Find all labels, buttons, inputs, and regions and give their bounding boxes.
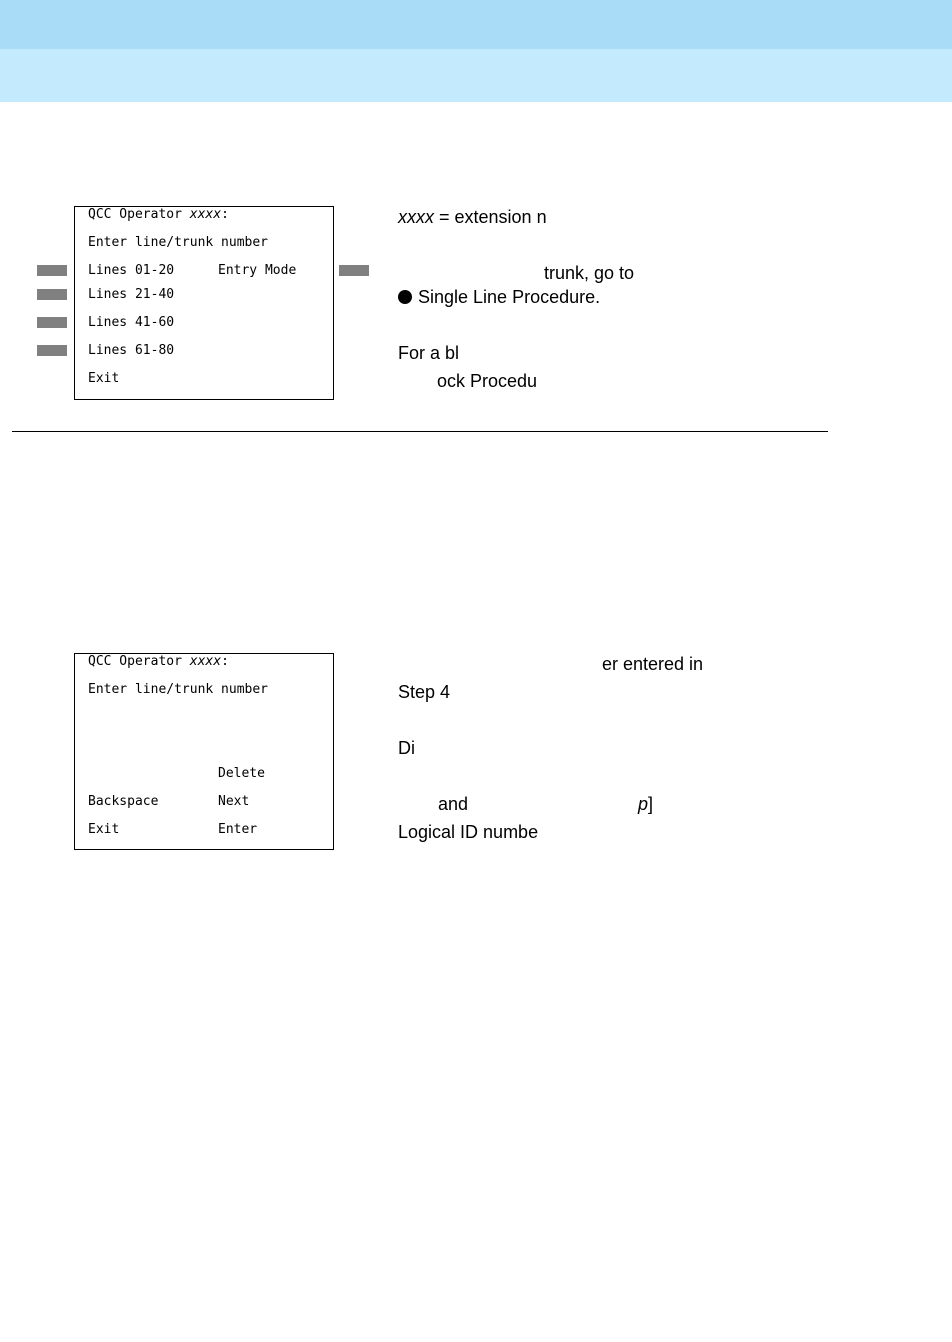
option-backspace[interactable]: Backspace bbox=[88, 794, 159, 809]
screen-title-text: QCC Operator bbox=[88, 654, 190, 669]
screen-prompt: Enter line/trunk number bbox=[88, 682, 269, 697]
option-delete[interactable]: Delete bbox=[218, 766, 265, 781]
option-exit[interactable]: Exit bbox=[88, 371, 120, 386]
screen-title-text: QCC Operator bbox=[88, 207, 190, 222]
logical-id-text: Logical ID numbe bbox=[398, 822, 539, 842]
screen-title: QCC Operator xxxx: bbox=[88, 208, 229, 222]
option-lines-61-80[interactable]: Lines 61-80 bbox=[88, 343, 175, 358]
option-lines-41-60[interactable]: Lines 41-60 bbox=[88, 315, 175, 330]
p-variable-text: p] bbox=[638, 794, 653, 814]
closing-bracket: ] bbox=[648, 794, 654, 814]
extension-note: xxxx = extension n bbox=[398, 207, 547, 227]
and-text: and bbox=[438, 794, 469, 814]
block-procedure-text-2: ock Procedu bbox=[437, 371, 538, 391]
option-entry-mode[interactable]: Entry Mode bbox=[218, 263, 297, 278]
screen-title-variable: xxxx bbox=[189, 207, 222, 222]
header-band-bottom bbox=[0, 49, 952, 102]
single-line-link-text: Single Line Procedure. bbox=[418, 287, 601, 307]
display-screen-entry: QCC Operator xxxx: Enter line/trunk numb… bbox=[74, 653, 334, 850]
option-next[interactable]: Next bbox=[218, 794, 250, 809]
screen-title-colon: : bbox=[221, 207, 229, 222]
screen-title-colon: : bbox=[221, 654, 229, 669]
extension-variable: xxxx bbox=[398, 207, 434, 227]
entered-in-text: er entered in bbox=[602, 654, 704, 674]
di-text: Di bbox=[398, 738, 415, 758]
display-screen-lines: QCC Operator xxxx: Enter line/trunk numb… bbox=[74, 206, 334, 400]
bullet-icon bbox=[398, 290, 412, 304]
section-divider bbox=[12, 431, 828, 432]
screen-title: QCC Operator xxxx: bbox=[88, 655, 229, 669]
block-procedure-text-1: For a bl bbox=[398, 343, 460, 363]
screen-title-variable: xxxx bbox=[189, 654, 222, 669]
softkey-lines-41-60-button[interactable] bbox=[37, 317, 67, 328]
trunk-goto-text: trunk, go to bbox=[544, 263, 635, 283]
option-lines-21-40[interactable]: Lines 21-40 bbox=[88, 287, 175, 302]
option-enter[interactable]: Enter bbox=[218, 822, 258, 837]
step-4-text: Step 4 bbox=[398, 682, 451, 702]
p-variable: p bbox=[638, 794, 649, 814]
header-band-top bbox=[0, 0, 952, 49]
single-line-bullet-item: Single Line Procedure. bbox=[398, 287, 600, 307]
softkey-lines-01-20-button[interactable] bbox=[37, 265, 67, 276]
screen-prompt: Enter line/trunk number bbox=[88, 235, 269, 250]
option-lines-01-20[interactable]: Lines 01-20 bbox=[88, 263, 175, 278]
option-exit[interactable]: Exit bbox=[88, 822, 120, 837]
softkey-lines-61-80-button[interactable] bbox=[37, 345, 67, 356]
extension-text: = extension n bbox=[434, 207, 547, 227]
softkey-lines-21-40-button[interactable] bbox=[37, 289, 67, 300]
softkey-entry-mode-button[interactable] bbox=[339, 265, 369, 276]
